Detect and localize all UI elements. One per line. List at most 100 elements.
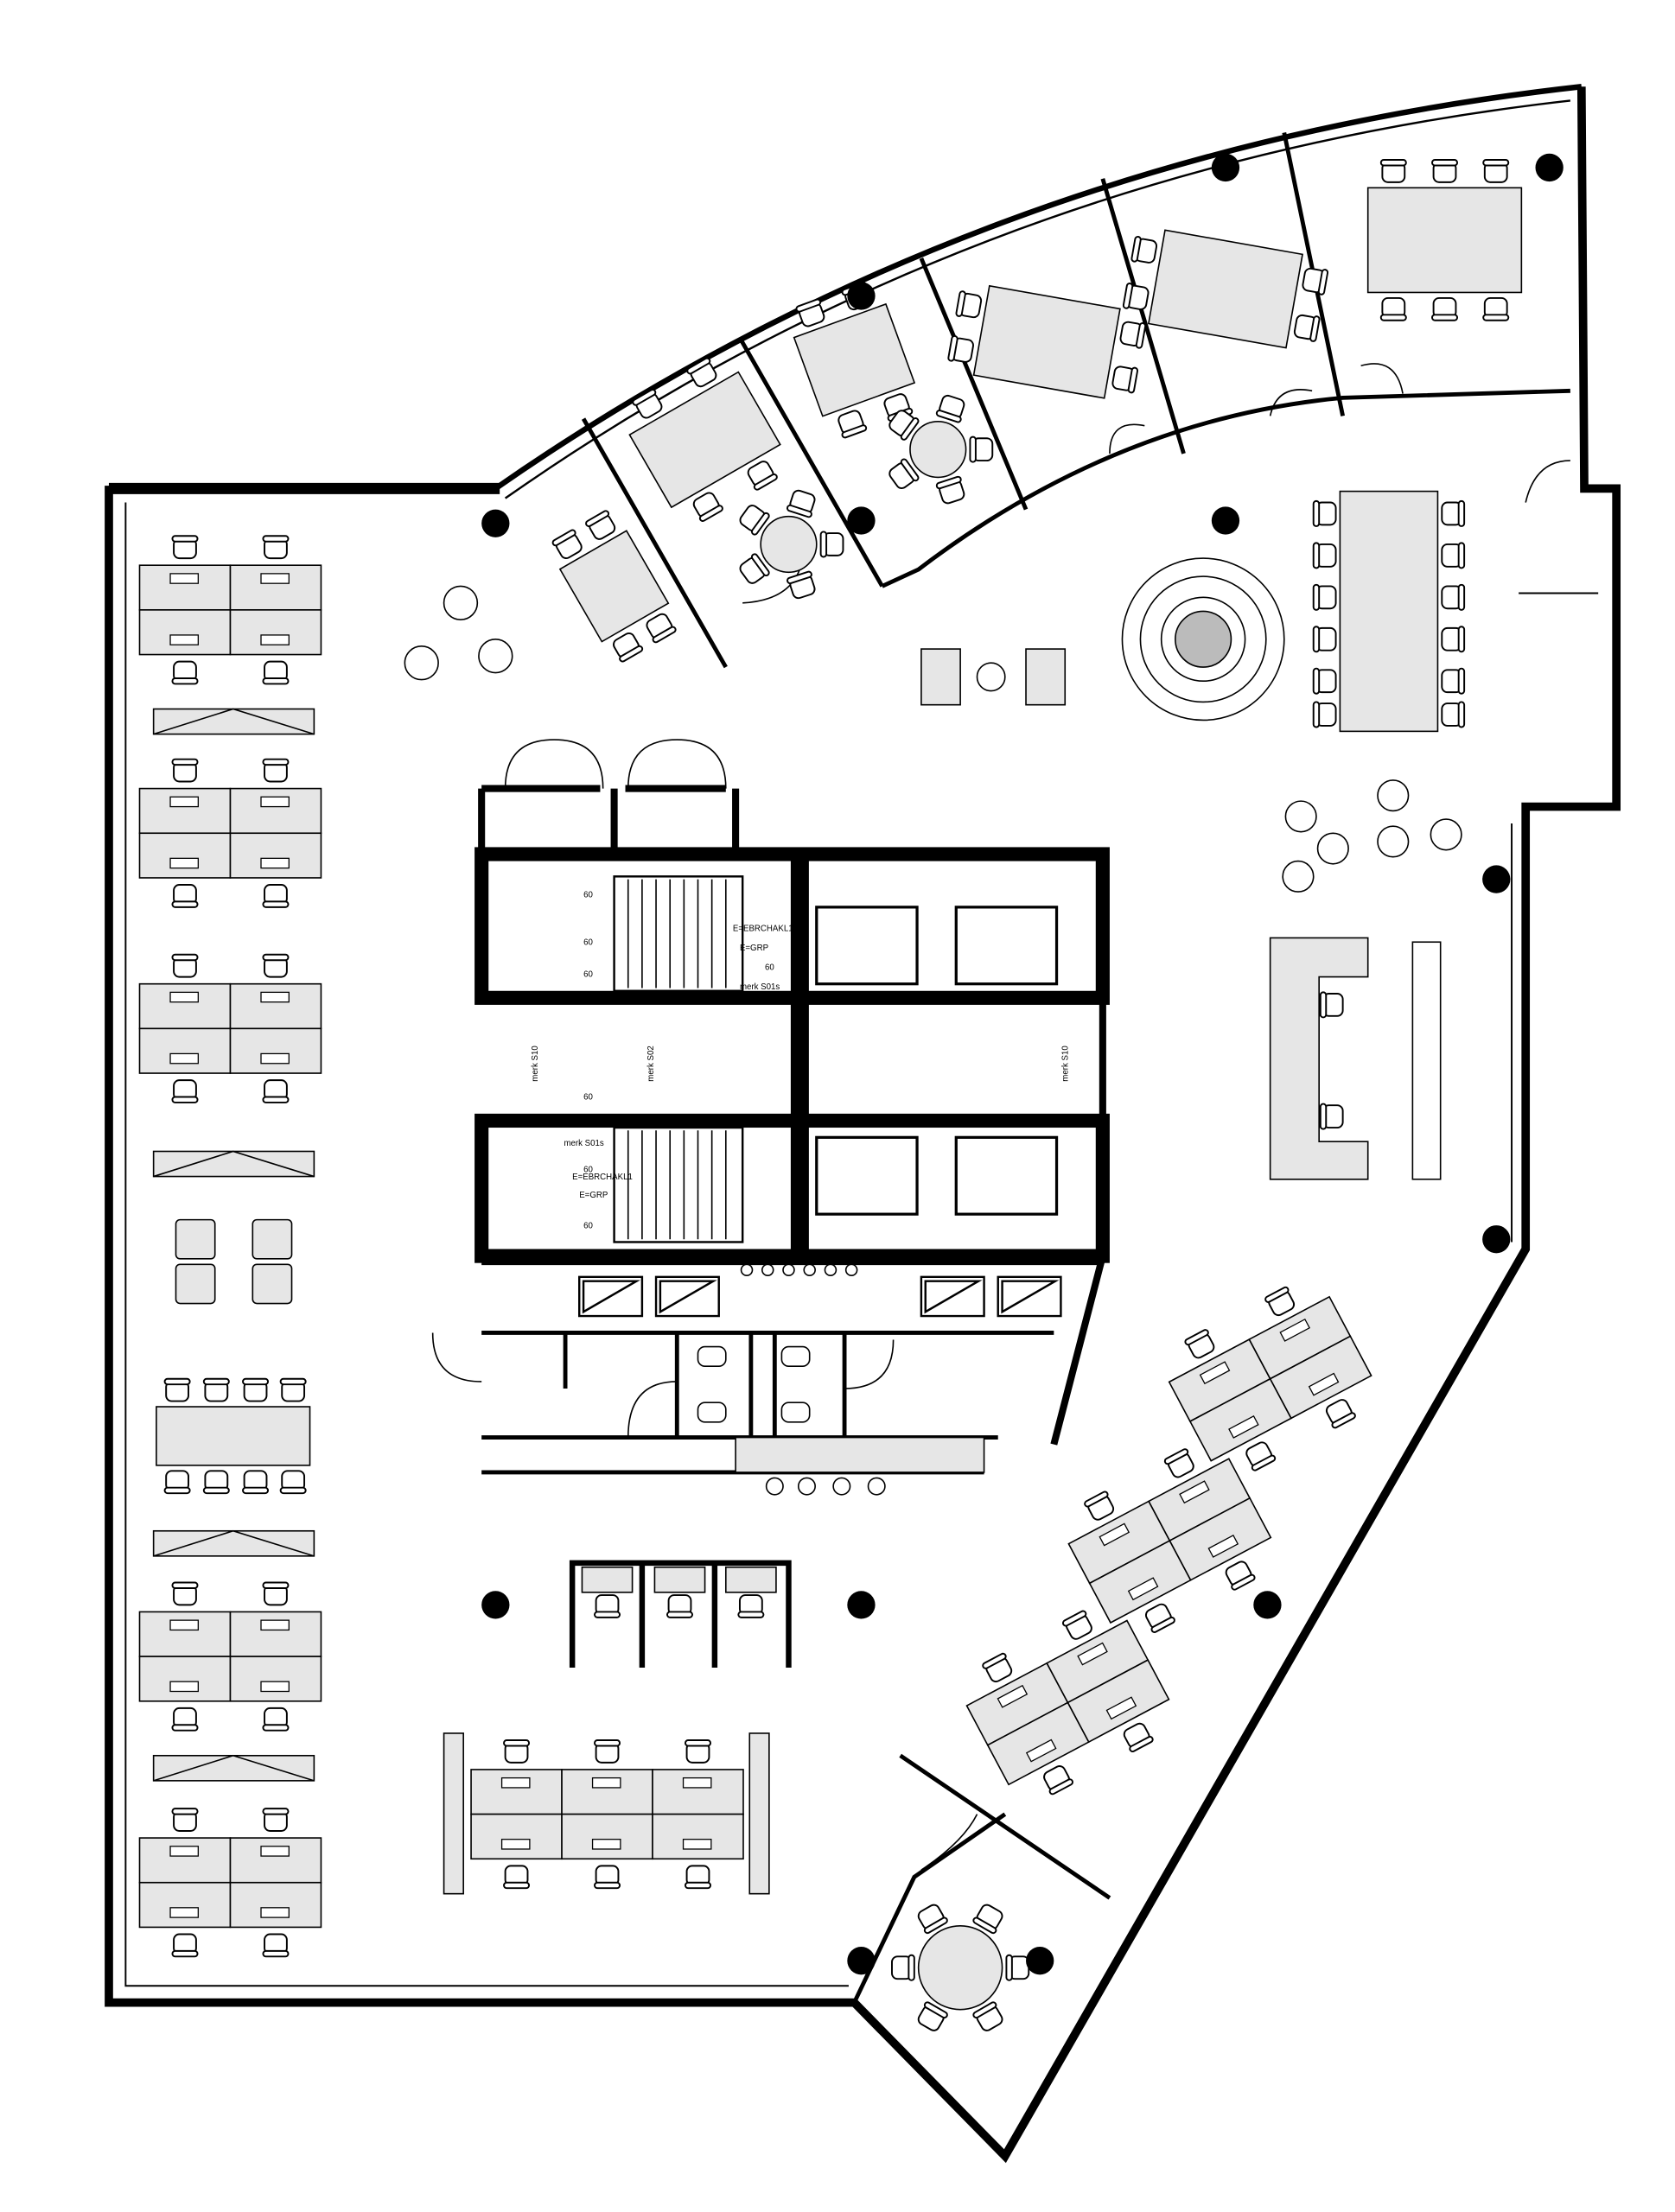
- elevator-2: [954, 906, 1059, 986]
- column: [1535, 153, 1564, 182]
- chair-back: [1129, 1735, 1154, 1753]
- chair: [171, 535, 199, 560]
- chair: [666, 1594, 694, 1618]
- chair-back: [1319, 1103, 1328, 1130]
- chair-back: [1457, 499, 1466, 527]
- chair: [955, 290, 983, 319]
- cafe-chair: [1282, 860, 1315, 893]
- chair-back: [202, 1377, 230, 1386]
- chair: [632, 389, 663, 419]
- side-panel: [443, 1732, 464, 1895]
- monitor: [169, 1907, 199, 1918]
- chair: [684, 1865, 712, 1890]
- chair-back: [737, 1611, 765, 1618]
- chair-back: [1379, 159, 1407, 167]
- chair: [1084, 1491, 1115, 1521]
- chair-back: [1312, 583, 1321, 611]
- meeting-table: [1366, 187, 1523, 294]
- chair: [242, 1377, 270, 1402]
- chair-back: [171, 535, 199, 543]
- chair: [1312, 542, 1337, 569]
- column: [1482, 865, 1511, 893]
- chair-back: [1431, 314, 1459, 321]
- round-table: [917, 1925, 1003, 2011]
- chair: [787, 570, 816, 600]
- chair: [1312, 701, 1337, 728]
- chair-back: [947, 334, 959, 362]
- monitor: [260, 1052, 290, 1065]
- meeting-table: [558, 530, 670, 643]
- lobby-door-arcs: [431, 739, 895, 1438]
- chair: [262, 758, 290, 783]
- chair: [279, 1470, 307, 1495]
- column: [1482, 1225, 1511, 1254]
- chair-back: [686, 357, 711, 375]
- cafe-chair: [1377, 779, 1410, 812]
- storage-cabinet: [152, 1754, 315, 1782]
- furniture: [138, 159, 1523, 2031]
- cafe-table: [1316, 832, 1349, 865]
- chair-back: [1309, 315, 1321, 342]
- booth-desk: [724, 1566, 777, 1593]
- chair: [171, 660, 199, 685]
- chair: [888, 458, 920, 490]
- chair: [242, 1470, 270, 1495]
- monitor: [260, 991, 290, 1003]
- door-mark-label: merk S01s: [740, 982, 780, 992]
- chair: [1431, 296, 1459, 321]
- lounge-stool: [443, 585, 479, 620]
- monitor: [260, 1846, 290, 1857]
- desk: [138, 1837, 232, 1884]
- chair: [1130, 235, 1158, 264]
- chair-back: [955, 290, 966, 317]
- chair-back: [1317, 269, 1329, 296]
- chair: [935, 475, 965, 505]
- desk: [470, 1769, 563, 1815]
- chair-back: [1231, 1573, 1256, 1591]
- chair-back: [1331, 1412, 1356, 1429]
- lounge-chair: [175, 1263, 216, 1305]
- desk-cluster: [138, 1808, 322, 1958]
- chair: [947, 334, 974, 363]
- chair-back: [171, 1808, 199, 1815]
- chair: [1431, 159, 1459, 183]
- monitor: [169, 1052, 199, 1065]
- meeting-table: [156, 1406, 311, 1466]
- monitor: [169, 1681, 199, 1693]
- chair: [1312, 499, 1337, 527]
- monitor: [1179, 1480, 1210, 1504]
- chair-back: [1184, 1329, 1209, 1346]
- chair-back: [1127, 366, 1139, 394]
- desk: [229, 787, 322, 835]
- chair-back: [841, 424, 868, 439]
- monitor: [1308, 1372, 1340, 1396]
- monitor: [500, 1777, 531, 1789]
- chair-back: [1319, 991, 1328, 1019]
- chair: [262, 953, 290, 978]
- chair-back: [969, 435, 977, 463]
- storage-unit: [152, 708, 315, 735]
- desk: [138, 609, 232, 656]
- chair: [171, 1808, 199, 1832]
- storage-lid: [153, 708, 315, 735]
- chair: [917, 2001, 948, 2031]
- chair-back: [1264, 1286, 1290, 1303]
- stool: [832, 1477, 851, 1496]
- coat-hook: [740, 1263, 754, 1277]
- chair-back: [750, 553, 770, 577]
- chair: [1312, 626, 1337, 653]
- column: [481, 509, 510, 537]
- locker: [920, 1275, 985, 1318]
- chair: [1441, 583, 1466, 611]
- chair: [1225, 1560, 1256, 1591]
- desk: [138, 1611, 232, 1657]
- monitor: [500, 1839, 531, 1850]
- doors-arcs: [742, 363, 1570, 1871]
- chair: [917, 1904, 948, 1935]
- chair-back: [202, 1486, 230, 1495]
- chair: [888, 410, 920, 441]
- chair-back: [900, 458, 920, 482]
- chair-back: [503, 1739, 531, 1747]
- monitor: [682, 1777, 712, 1789]
- chair: [1122, 283, 1150, 310]
